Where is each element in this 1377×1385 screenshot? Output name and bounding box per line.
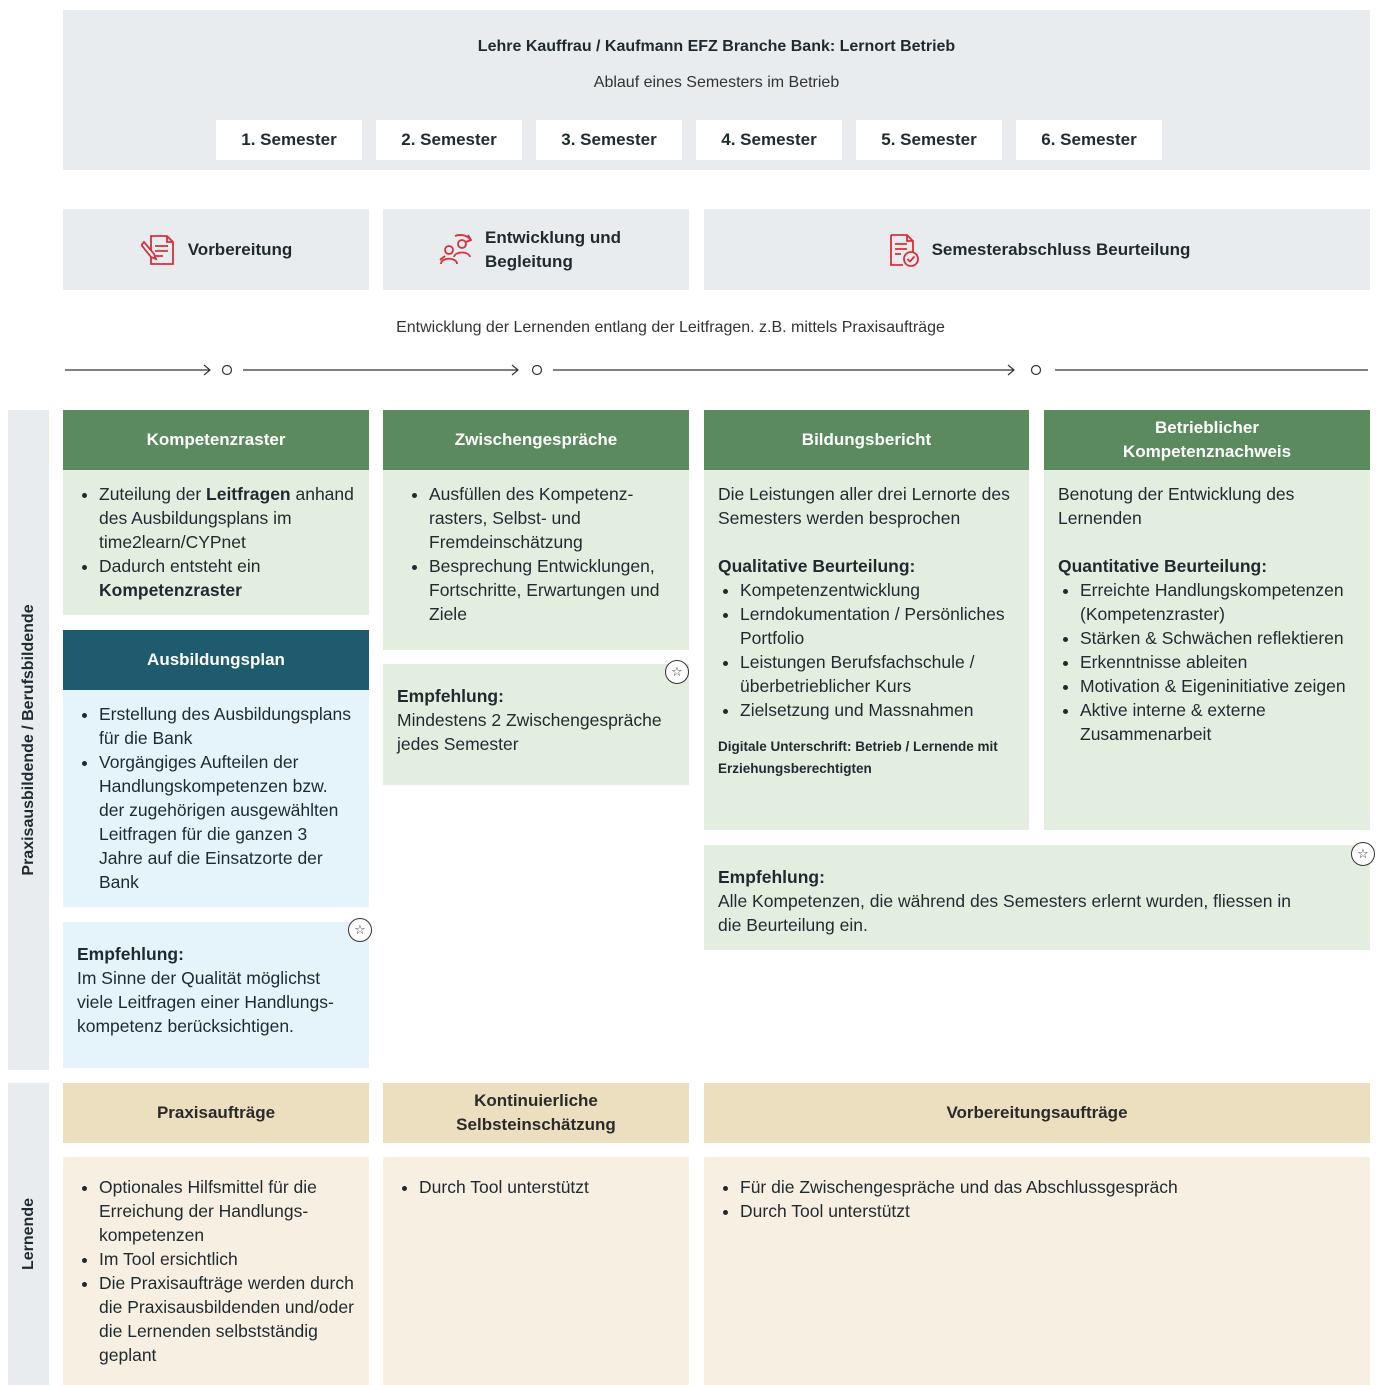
list-item: Vorgängiges Aufteilen der Handlungskompe… <box>99 750 355 894</box>
kompetenznachweis-body: Benotung der Entwicklung des Lernenden Q… <box>1044 470 1370 830</box>
list-item: Durch Tool unterstützt <box>740 1199 1356 1223</box>
star-icon: ☆ <box>665 660 689 684</box>
bildungsbericht-body: Die Leistungen aller drei Lernorte des S… <box>704 470 1029 830</box>
semester-4: 4. Semester <box>696 120 842 160</box>
list-item: Lerndokumentation / Persönliches Portfol… <box>740 602 1015 650</box>
abschluss-empfehlung: Empfehlung: Alle Kompetenzen, die währen… <box>704 845 1370 950</box>
selbsteinschaetzung-header: Kontinuierliche Selbsteinschätzung <box>383 1083 689 1143</box>
list-item: Im Tool ersichtlich <box>99 1247 355 1271</box>
kompetenznachweis-intro: Benotung der Entwicklung des Lernenden <box>1058 484 1295 528</box>
list-item: Leistungen Berufsfachschule / überbetrie… <box>740 650 1015 698</box>
semester-3: 3. Semester <box>536 120 682 160</box>
ausbildungsplan-body: Erstellung des Ausbildungsplans für die … <box>63 690 369 907</box>
star-icon: ☆ <box>348 918 372 942</box>
kompetenzraster-header: Kompetenzraster <box>63 410 369 470</box>
list-item: Motivation & Eigeninitiative zeigen <box>1080 674 1356 698</box>
kompetenznachweis-header: Betrieblicher Kompetenznachweis <box>1044 410 1370 470</box>
document-pen-icon <box>140 231 178 269</box>
bildungsbericht-intro: Die Leistungen aller drei Lernorte des S… <box>718 484 1010 528</box>
praxisauftraege-header: Praxisaufträge <box>63 1083 369 1143</box>
list-item: Die Praxisaufträge werden durch die Prax… <box>99 1271 355 1367</box>
signature-note: Digitale Unterschrift: Betrieb / Lernend… <box>718 739 998 776</box>
selbsteinschaetzung-body: Durch Tool unterstützt <box>383 1157 689 1385</box>
list-item: Aktive interne & externe Zusammenarbeit <box>1080 698 1356 746</box>
side-label-text: Lernende <box>19 1197 37 1271</box>
list-item: Zuteilung der Leitfragen anhand des Ausb… <box>99 482 355 554</box>
zwischengespraeche-body: Ausfüllen des Kompetenz-rasters, Selbst-… <box>383 470 689 650</box>
star-icon: ☆ <box>1351 842 1375 866</box>
people-development-icon <box>437 231 475 269</box>
empfehlung-text: Im Sinne der Qualität möglichst viele Le… <box>77 968 334 1036</box>
list-item: Dadurch entsteht ein Kompetenzraster <box>99 554 355 602</box>
side-label-trainers: Praxisausbildende / Berufsbildende <box>8 410 49 1070</box>
list-item: Für die Zwischengespräche und das Abschl… <box>740 1175 1356 1199</box>
bildungsbericht-subtitle: Qualitative Beurteilung: <box>718 556 916 576</box>
list-item: Erkenntnisse ableiten <box>1080 650 1356 674</box>
side-label-text: Praxisausbildende / Berufsbildende <box>19 604 37 876</box>
vorbereitungsauftraege-header: Vorbereitungsaufträge <box>704 1083 1370 1143</box>
timeline-arrow <box>65 364 1368 376</box>
phase-label: Vorbereitung <box>187 239 293 259</box>
empfehlung-title: Empfehlung: <box>397 686 504 706</box>
header-panel: Lehre Kauffrau / Kaufmann EFZ Branche Ba… <box>63 10 1370 170</box>
timeline-caption: Entwicklung der Lernenden entlang der Le… <box>396 319 945 336</box>
empfehlung-title: Empfehlung: <box>718 867 825 887</box>
bildungsbericht-header: Bildungsbericht <box>704 410 1029 470</box>
semester-5: 5. Semester <box>856 120 1002 160</box>
list-item: Durch Tool unterstützt <box>419 1175 675 1199</box>
list-item: Ausfüllen des Kompetenz-rasters, Selbst-… <box>429 482 675 554</box>
phase-entwicklung: Entwicklung und Begleitung <box>383 209 689 290</box>
empfehlung-text: Mindestens 2 Zwischengespräche jedes Sem… <box>397 710 662 754</box>
semester-1: 1. Semester <box>216 120 362 160</box>
phase-vorbereitung: Vorbereitung <box>63 209 369 290</box>
vorbereitungsauftraege-body: Für die Zwischengespräche und das Abschl… <box>704 1157 1370 1385</box>
empfehlung-text: Alle Kompetenzen, die während des Semest… <box>718 891 1291 935</box>
kompetenzraster-body: Zuteilung der Leitfragen anhand des Ausb… <box>63 470 369 615</box>
phase-semesterabschluss: Semesterabschluss Beurteilung <box>704 209 1370 290</box>
list-item: Zielsetzung und Massnahmen <box>740 698 1015 722</box>
phase-label: Entwicklung und Begleitung <box>485 227 621 271</box>
zwischengespraeche-empfehlung: Empfehlung: Mindestens 2 Zwischengespräc… <box>383 664 689 785</box>
ausbildungsplan-header: Ausbildungsplan <box>63 630 369 690</box>
list-item: Optionales Hilfsmittel für die Erreichun… <box>99 1175 355 1247</box>
side-label-learners: Lernende <box>8 1083 49 1385</box>
semester-2: 2. Semester <box>376 120 522 160</box>
semester-6: 6. Semester <box>1016 120 1162 160</box>
document-check-icon <box>884 231 922 269</box>
list-item: Stärken & Schwächen reflektieren <box>1080 626 1356 650</box>
empfehlung-title: Empfehlung: <box>77 944 184 964</box>
kompetenznachweis-title: Betrieblicher Kompetenznachweis <box>1122 418 1292 461</box>
praxisauftraege-body: Optionales Hilfsmittel für die Erreichun… <box>63 1157 369 1385</box>
ausbildungsplan-empfehlung: Empfehlung: Im Sinne der Qualität möglic… <box>63 922 369 1068</box>
list-item: Erreichte Handlungskompetenzen (Kompeten… <box>1080 578 1356 626</box>
list-item: Kompetenzentwicklung <box>740 578 1015 602</box>
page-title: Lehre Kauffrau / Kaufmann EFZ Branche Ba… <box>477 38 956 55</box>
page-subtitle: Ablauf eines Semesters im Betrieb <box>593 74 840 91</box>
kompetenznachweis-subtitle: Quantitative Beurteilung: <box>1058 556 1268 576</box>
list-item: Besprechung Entwicklungen, Fortschritte,… <box>429 554 675 626</box>
list-item: Erstellung des Ausbildungsplans für die … <box>99 702 355 750</box>
selbsteinschaetzung-title: Kontinuierliche Selbsteinschätzung <box>456 1091 616 1134</box>
zwischengespraeche-header: Zwischengespräche <box>383 410 689 470</box>
phase-label: Semesterabschluss Beurteilung <box>931 239 1191 259</box>
